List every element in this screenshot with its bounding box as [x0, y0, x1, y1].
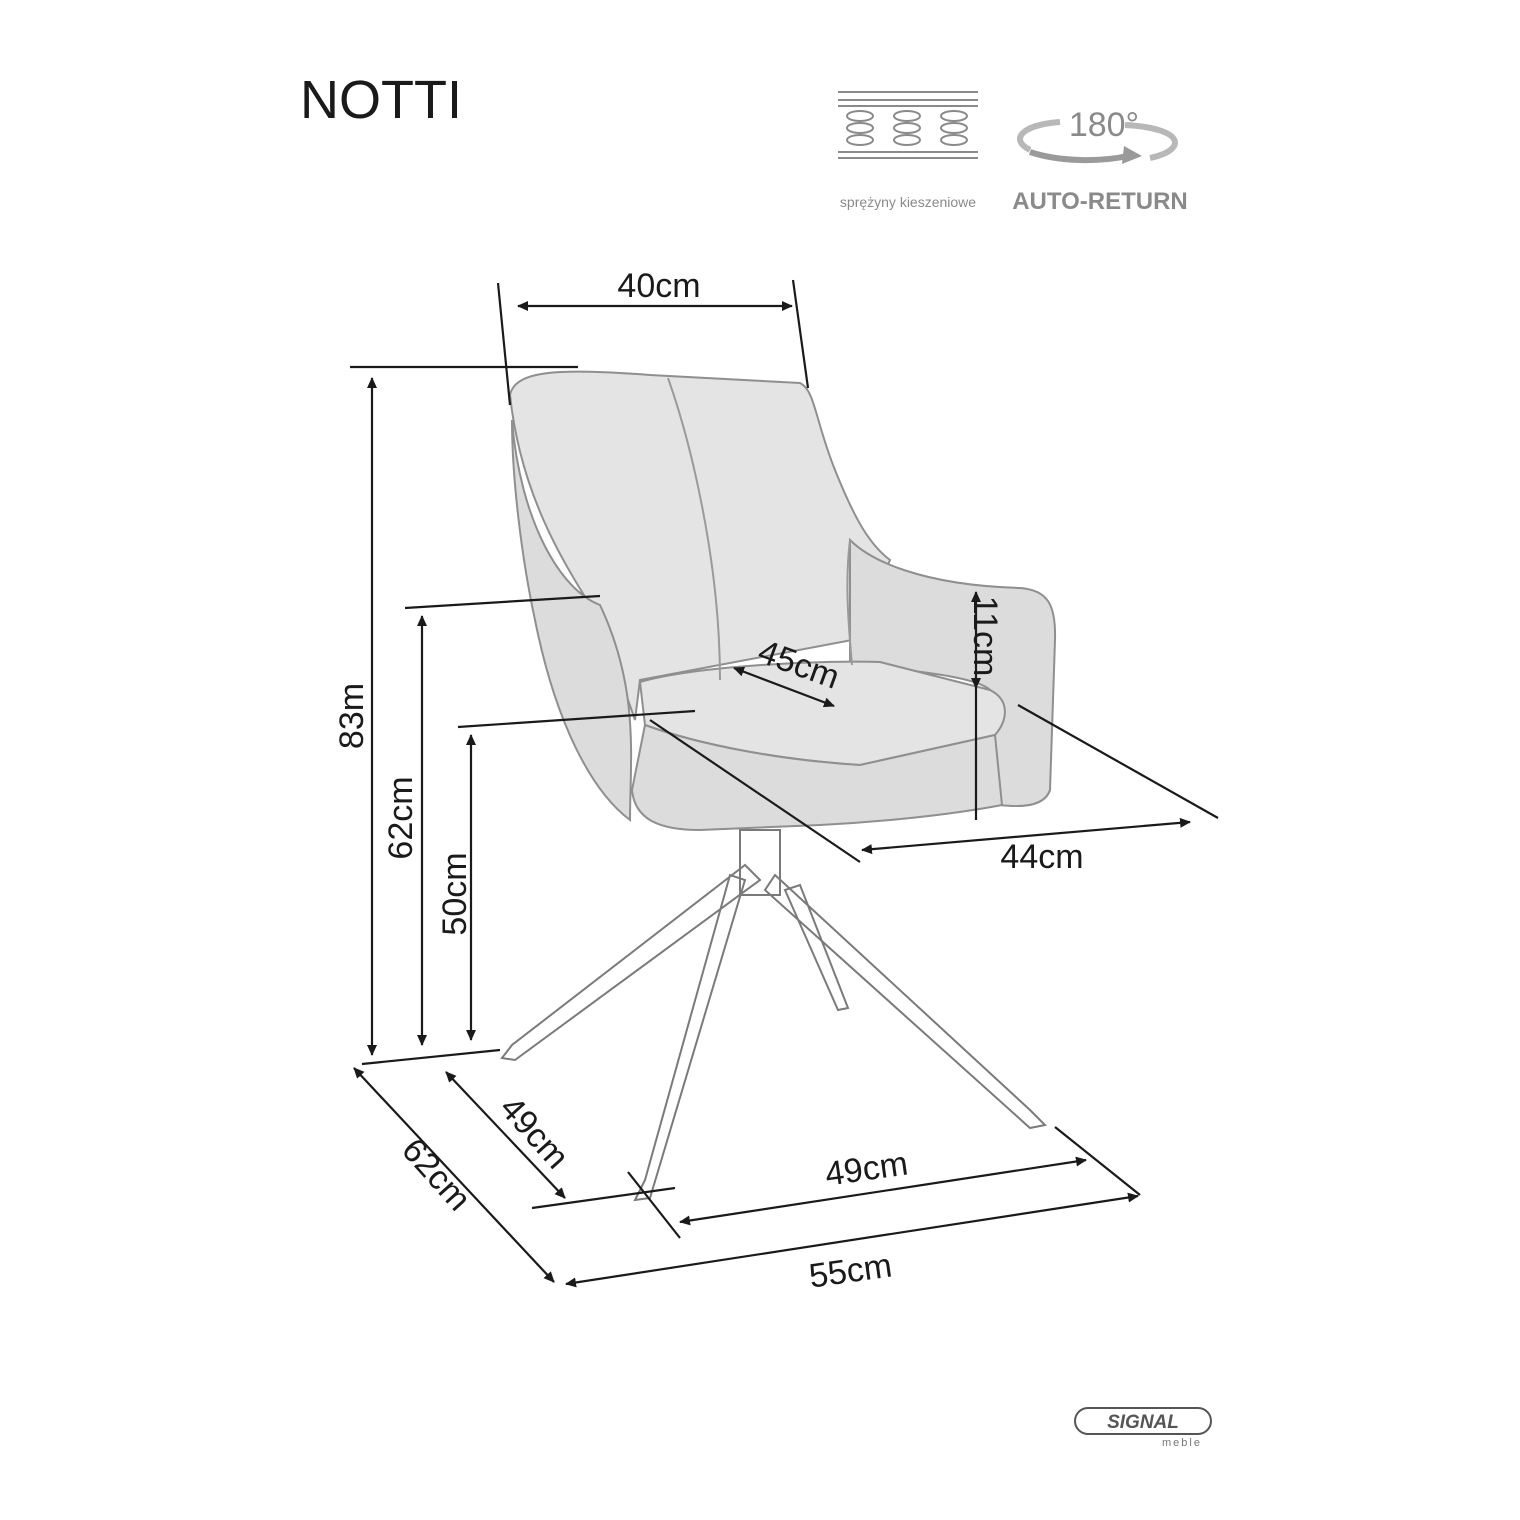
total-width-label: 55cm — [807, 1247, 895, 1296]
auto-return-label: AUTO-RETURN — [1012, 188, 1188, 215]
brand-sub: meble — [1162, 1437, 1202, 1449]
base-width-label: 49cm — [823, 1145, 911, 1194]
product-title: NOTTI — [300, 70, 462, 130]
brand-name: SIGNAL — [1107, 1412, 1179, 1433]
total-height-label: 83m — [333, 683, 371, 749]
rotation-arrow-icon — [1017, 119, 1178, 164]
total-depth-label: 62cm — [394, 1131, 478, 1218]
back-width-label: 40cm — [617, 267, 700, 305]
seat-width-label: 44cm — [1000, 838, 1083, 876]
seat-height-label: 50cm — [436, 852, 474, 935]
rotation-degrees: 180° — [1069, 106, 1139, 144]
base-depth-label: 49cm — [492, 1089, 576, 1176]
signal-logo: SIGNAL meble — [1074, 1407, 1212, 1449]
armrest-height-label: 62cm — [382, 776, 420, 859]
armrest-above-seat-label: 11cm — [966, 596, 1004, 677]
chair-illustration — [500, 370, 1057, 1202]
springs-label: sprężyny kieszeniowe — [840, 194, 976, 210]
dimension-lines — [350, 279, 1219, 1288]
pocket-springs-icon — [838, 91, 978, 159]
